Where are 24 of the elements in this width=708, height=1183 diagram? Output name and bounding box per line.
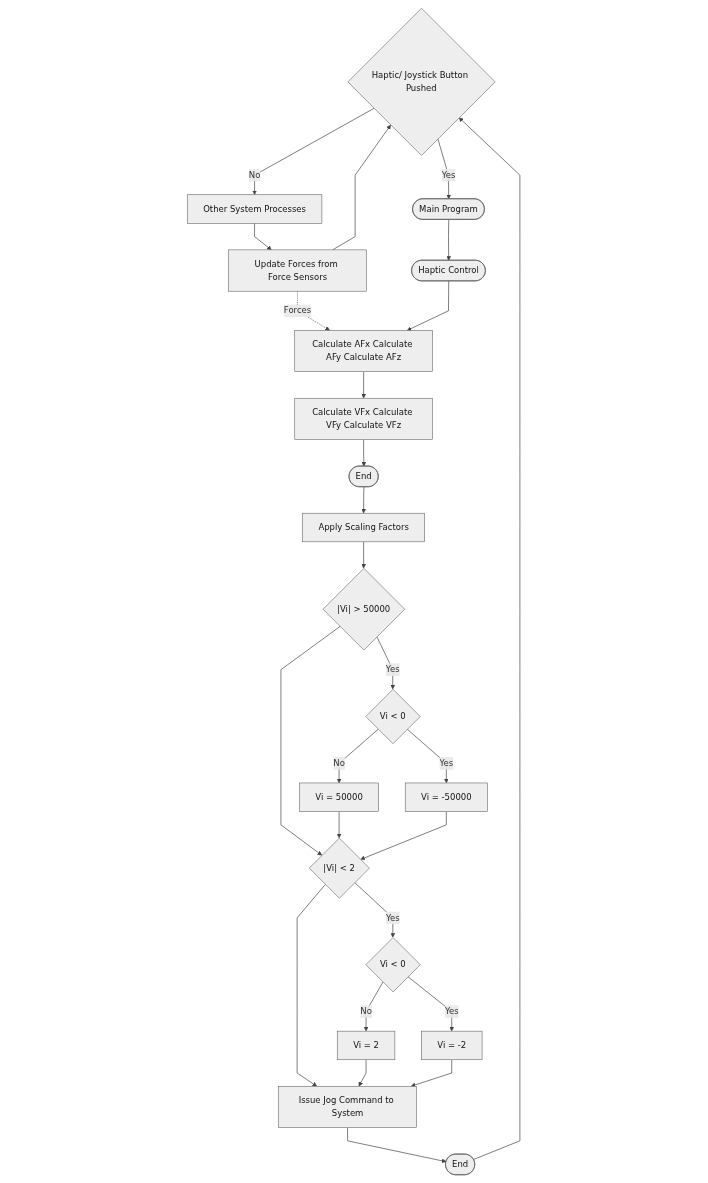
node-box: Vi = -50000 (405, 782, 489, 812)
node-box: Calculate VFx Calculate VFy Calculate VFz (294, 397, 434, 440)
node-box: Other System Processes (187, 194, 323, 224)
node-diamond: Haptic/ Joystick Button Pushed (348, 7, 496, 156)
node-box: Issue Jog Command to System (278, 1086, 418, 1128)
node-box: Vi = 50000 (299, 782, 380, 812)
edge-label: No (360, 1006, 373, 1017)
edge-label: No (249, 169, 261, 180)
node-diamond: Vi < 0 (365, 689, 421, 745)
node-box: Vi = -2 (421, 1030, 483, 1061)
edge-label: Forces (284, 305, 312, 316)
node-box: Apply Scaling Factors (302, 512, 426, 543)
edge-label: Yes (386, 912, 401, 923)
edge-label: Yes (442, 169, 456, 180)
edge-label: Yes (386, 664, 400, 675)
edge-label: Yes (439, 758, 454, 769)
node-box: Update Forces from Force Sensors (228, 249, 368, 292)
edge-label: Yes (445, 1006, 459, 1017)
node-box: Vi = 2 (337, 1030, 396, 1061)
node-diamond: |Vi| > 50000 (323, 568, 406, 651)
node-diamond: Vi < 0 (366, 937, 421, 993)
edge-label: No (333, 758, 346, 769)
node-diamond: |Vi| < 2 (309, 837, 371, 899)
node-box: Calculate AFx Calculate AFy Calculate AFz (294, 330, 434, 372)
